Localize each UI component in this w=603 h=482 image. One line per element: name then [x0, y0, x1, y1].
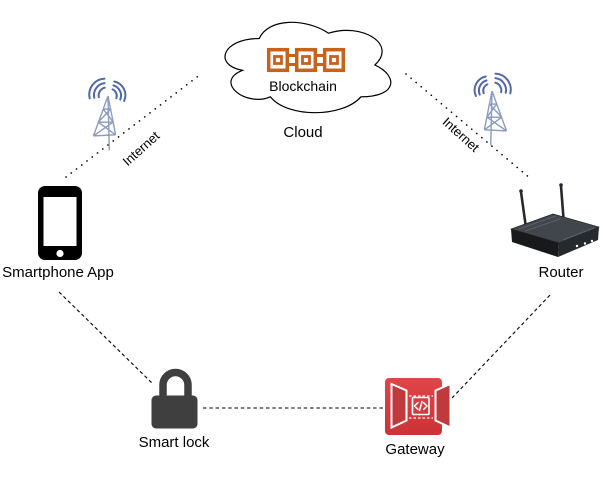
router-icon [510, 183, 600, 257]
edge-gateway-router [451, 293, 552, 399]
router-label: Router [538, 264, 584, 281]
smart-lock-label: Smart lock [138, 434, 210, 451]
blockchain-chain-icon [266, 47, 346, 73]
padlock-icon [151, 368, 198, 429]
radio-tower-icon-left [88, 77, 127, 151]
cloud-label: Cloud [283, 124, 323, 141]
edge-cloud-router [405, 73, 532, 180]
radio-tower-icon-right [473, 72, 512, 146]
smartphone-icon [38, 186, 82, 260]
blockchain-label: Blockchain [269, 78, 337, 94]
smartphone-label: Smartphone App [2, 264, 114, 281]
edge-smartphone-smartlock [58, 291, 154, 385]
gateway-label: Gateway [385, 441, 445, 458]
gateway-icon [385, 378, 452, 435]
